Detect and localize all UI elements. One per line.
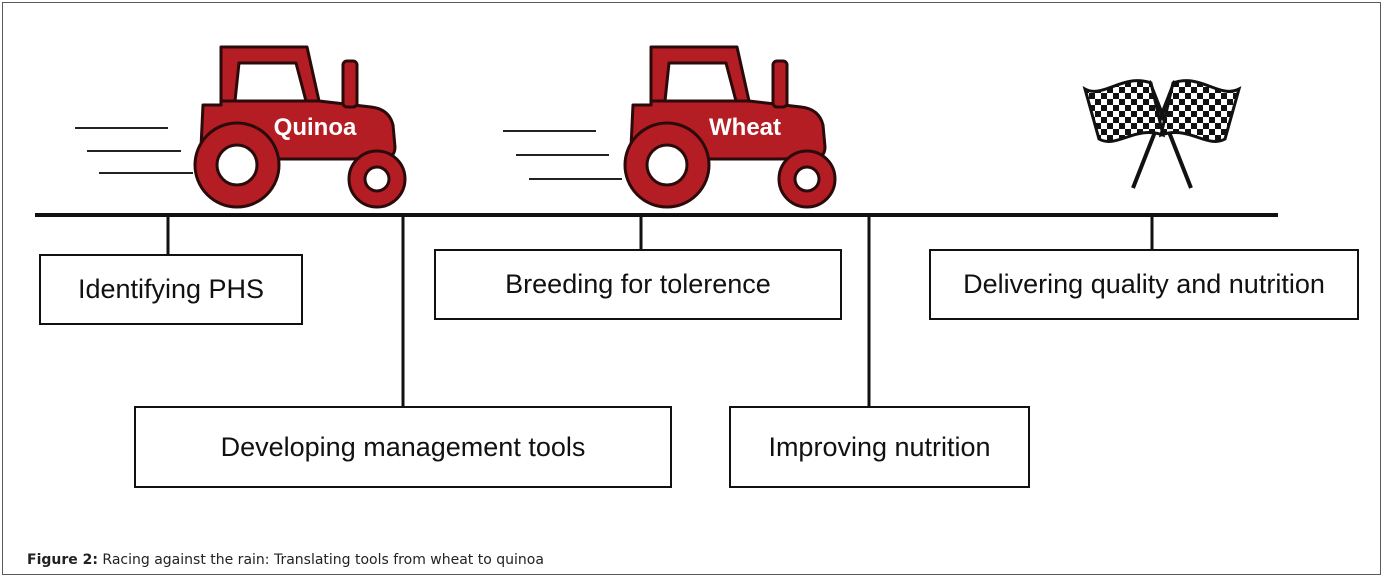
milestone-box: Developing management tools	[134, 406, 672, 488]
milestone-label: Identifying PHS	[77, 274, 265, 304]
tractor-icon: Quinoa	[193, 45, 407, 209]
milestone-label: Improving nutrition	[768, 431, 991, 462]
connectors	[166, 215, 1154, 408]
figure-caption: Figure 2: Racing against the rain: Trans…	[27, 552, 544, 568]
tractor-label-quinoa: Quinoa	[274, 114, 357, 141]
timeline-diagram: Quinoa Wheat	[35, 45, 1278, 408]
caption-label: Figure 2:	[27, 552, 98, 568]
speed-lines	[75, 127, 193, 174]
milestone-box: Delivering quality and nutrition	[929, 249, 1359, 320]
milestone-label: Delivering quality and nutrition	[963, 269, 1325, 299]
milestone-box: Identifying PHS	[39, 254, 303, 325]
milestone-box: Improving nutrition	[729, 406, 1030, 488]
speed-lines	[503, 130, 622, 180]
milestone-label: Developing management tools	[220, 431, 586, 462]
milestone-box: Breeding for tolerence	[434, 249, 842, 320]
caption-text: Racing against the rain: Translating too…	[102, 552, 544, 568]
checkered-flags-icon	[1082, 79, 1242, 189]
tractor-label-wheat: Wheat	[709, 114, 781, 141]
milestone-label: Breeding for tolerence	[505, 269, 771, 299]
tractor-icon: Wheat	[623, 45, 837, 209]
